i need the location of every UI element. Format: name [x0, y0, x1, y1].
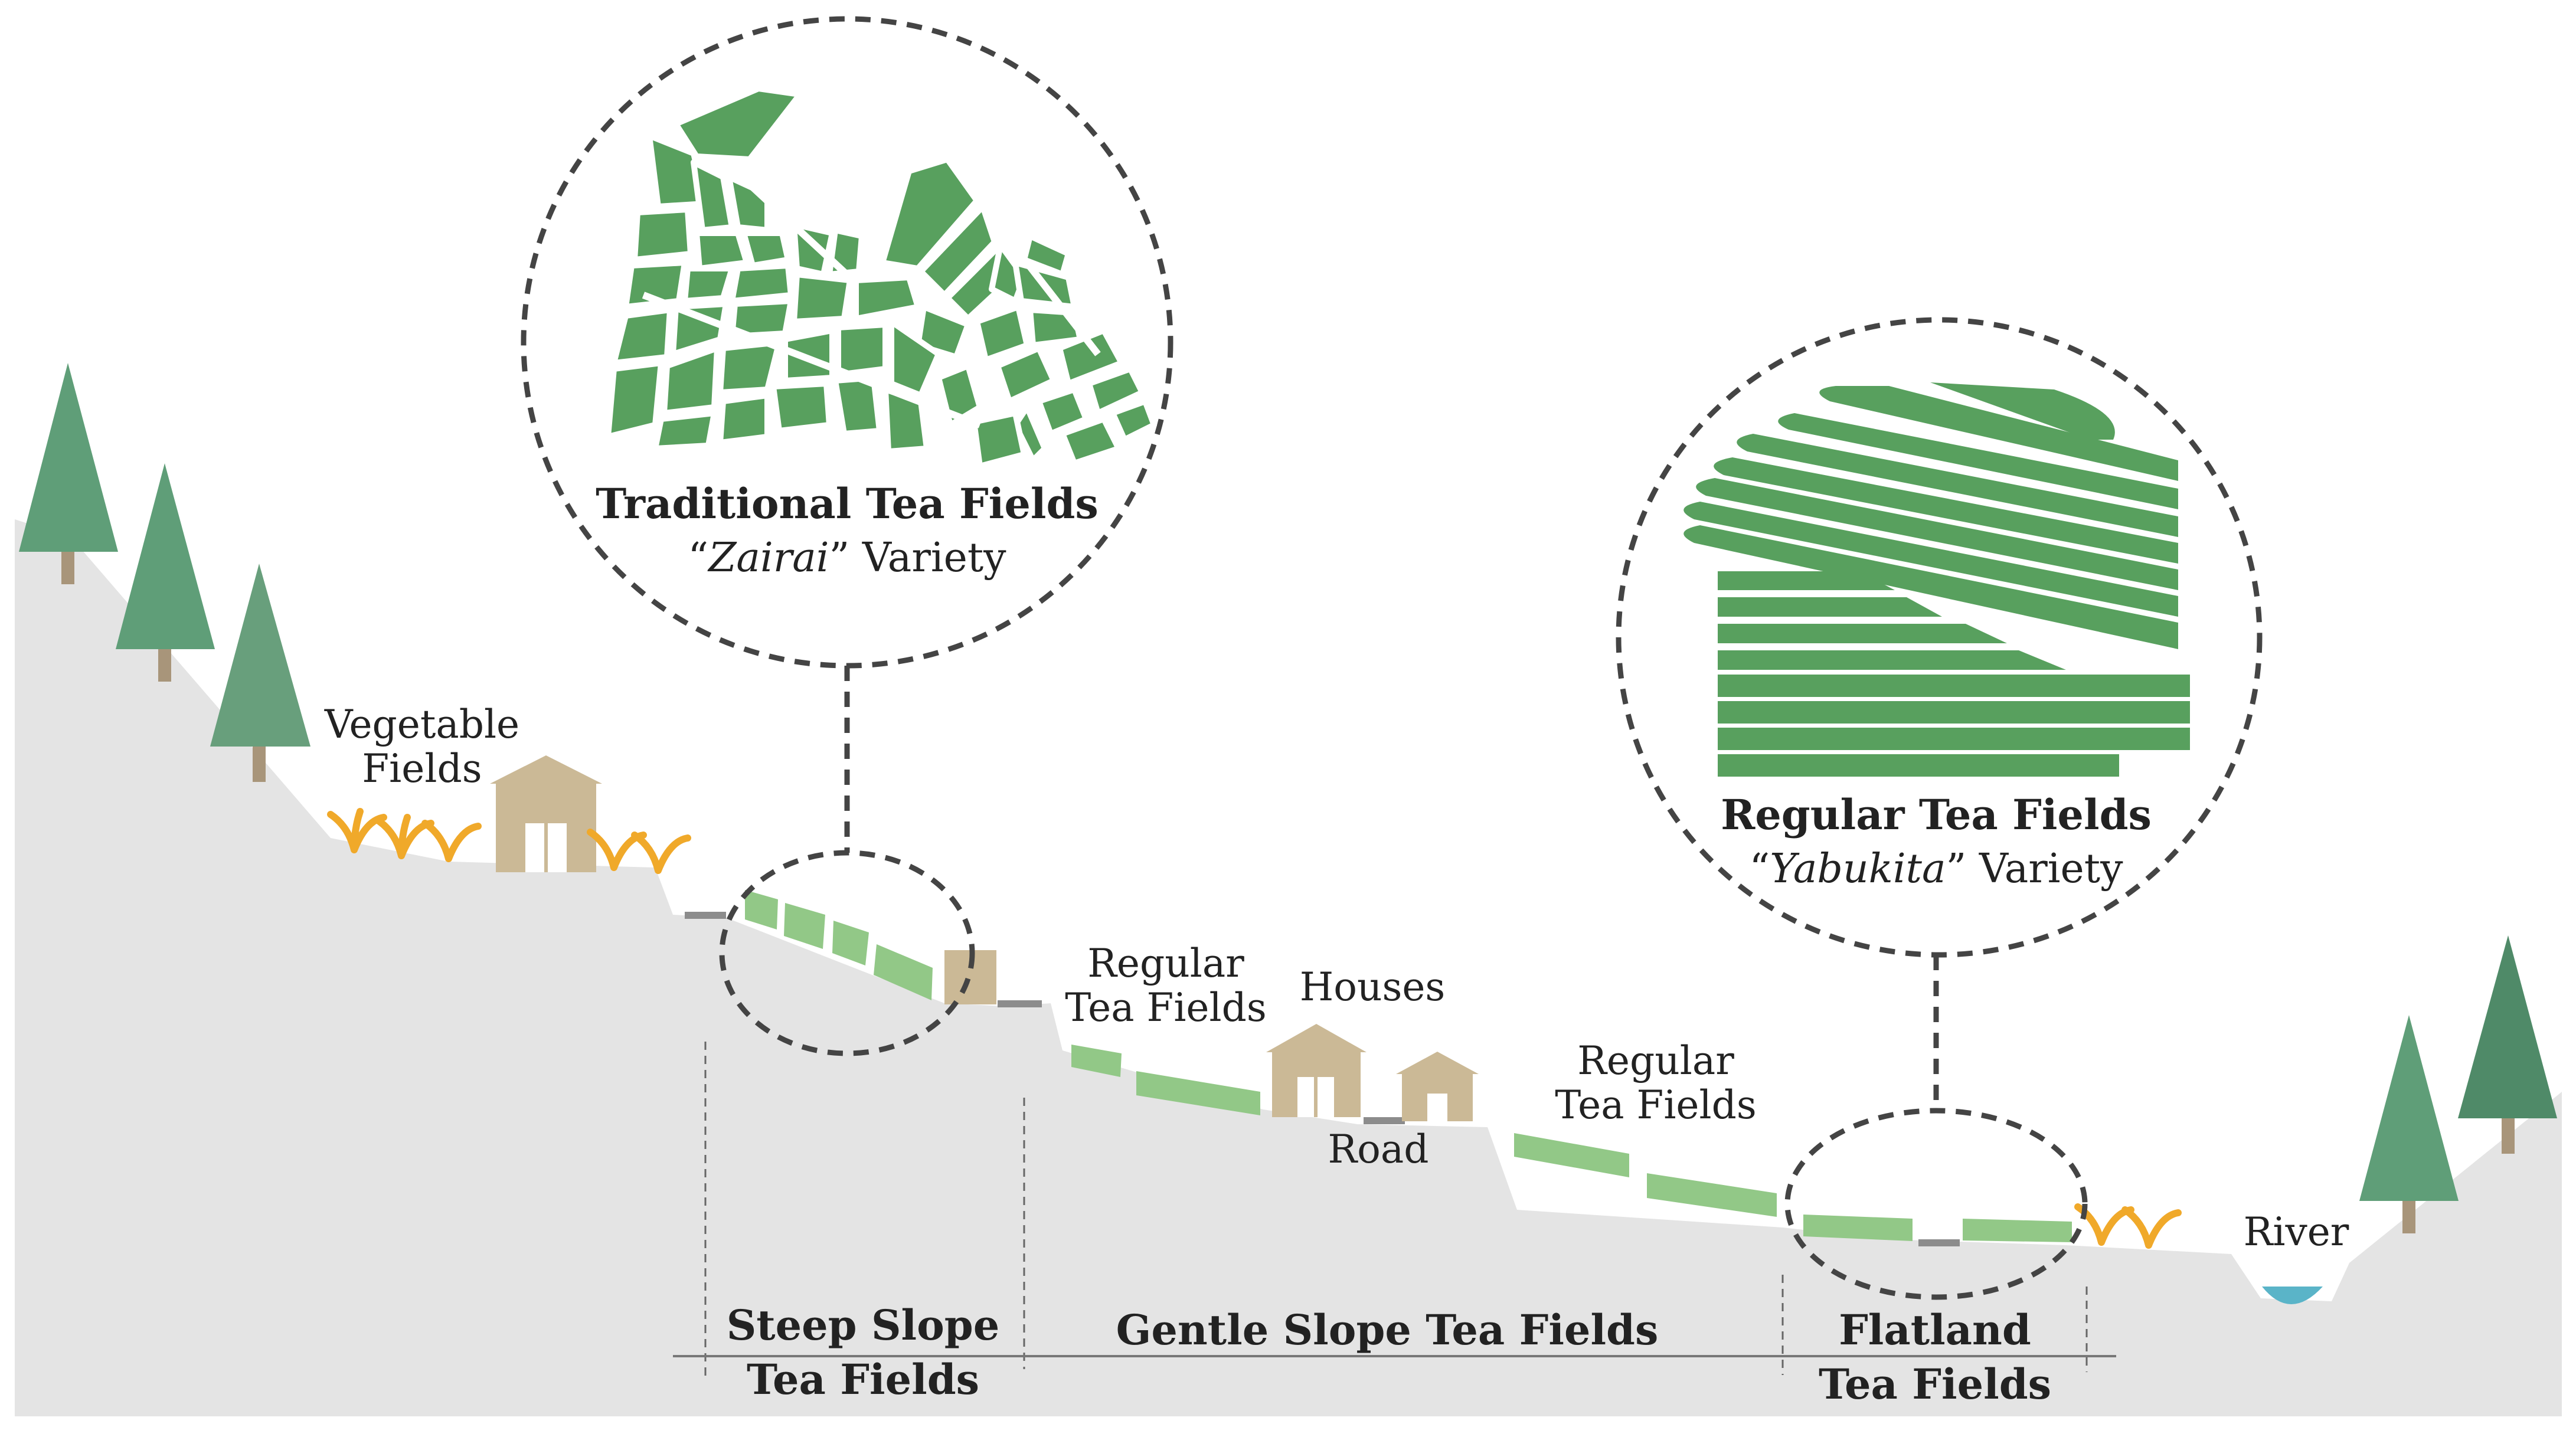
houses-label: Houses — [1300, 964, 1446, 1010]
tree-right-2 — [2458, 935, 2557, 1154]
house-middle-small — [1396, 1052, 1479, 1121]
zone-gentle: Gentle Slope Tea Fields — [1116, 1305, 1659, 1354]
flatland-focus-circle — [1784, 1108, 2088, 1300]
tree-right-1 — [2359, 1015, 2459, 1233]
zone-steep-line2: Tea Fields — [747, 1355, 979, 1404]
regular-tea-terraces-lower — [1718, 571, 2190, 777]
zone-flat-line1: Flatland — [1839, 1305, 2031, 1354]
regular-tea-terraces-upper — [1683, 382, 2178, 649]
regular-fields-2-label-line2: Tea Fields — [1555, 1082, 1756, 1128]
regular-fields-1-label-line1: Regular — [1087, 941, 1244, 986]
traditional-tea-mosaic — [605, 86, 1157, 469]
regular-title: Regular Tea Fields — [1721, 790, 2152, 839]
zone-boundaries — [704, 1042, 2088, 1378]
vegetable-fields-label-line2: Fields — [362, 746, 482, 791]
zone-flat-line2: Tea Fields — [1819, 1360, 2051, 1409]
tree-left-3 — [210, 564, 310, 782]
road-segments — [685, 912, 1960, 1246]
gentle-slope-tea-strips — [1071, 1045, 1777, 1217]
vegetable-fields-label-line1: Vegetable — [324, 702, 519, 747]
tree-left-2 — [116, 463, 215, 682]
traditional-title: Traditional Tea Fields — [596, 479, 1099, 528]
road-label: Road — [1328, 1127, 1428, 1172]
regular-fields-1-label-line2: Tea Fields — [1065, 985, 1266, 1030]
river — [2262, 1287, 2323, 1304]
traditional-variety: “Zairai” Variety — [688, 535, 1006, 581]
traditional-tea-mosaic-paths — [642, 165, 1101, 428]
crop-icon-group-upper — [327, 808, 691, 874]
regular-fields-2-label-line1: Regular — [1577, 1038, 1734, 1084]
river-label: River — [2244, 1209, 2349, 1255]
crop-icon-group-lower — [2074, 1203, 2182, 1249]
regular-variety: “Yabukita” Variety — [1749, 846, 2123, 892]
terrain — [15, 519, 2562, 1416]
steep-slope-tea-strips — [745, 890, 933, 1000]
tree-left-1 — [19, 363, 118, 584]
house-upper — [490, 755, 602, 872]
house-middle-large — [1266, 1024, 1367, 1117]
zone-steep-line1: Steep Slope — [727, 1301, 1000, 1350]
flatland-tea-strips — [1803, 1215, 2072, 1242]
